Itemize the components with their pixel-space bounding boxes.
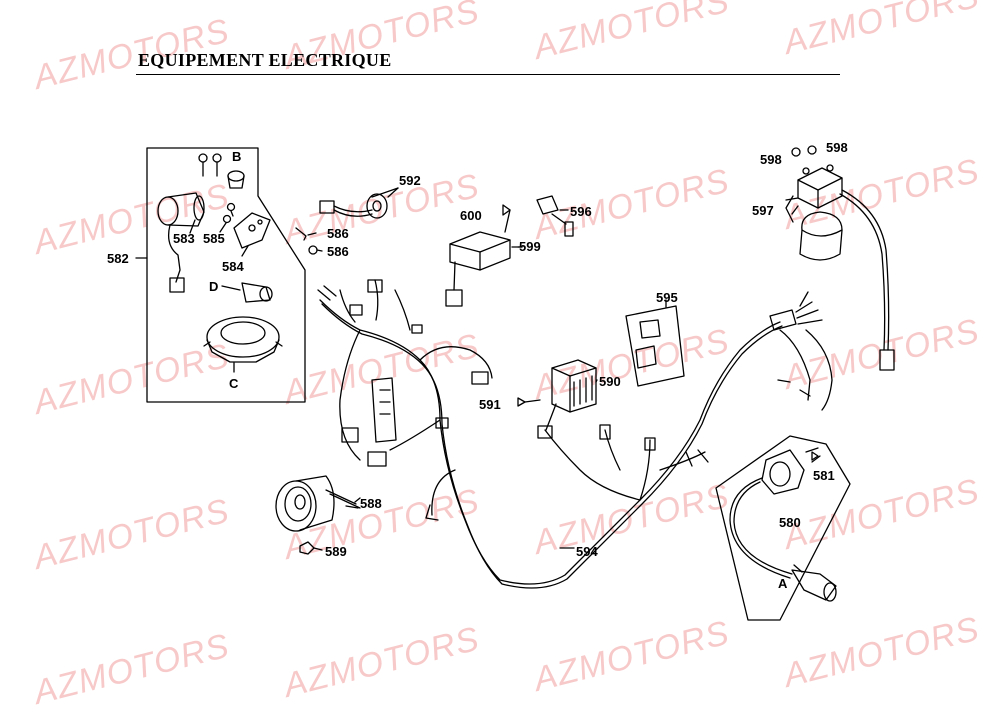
label-584: 584 bbox=[222, 259, 244, 274]
label-leaders bbox=[354, 246, 803, 573]
label-b: B bbox=[232, 149, 241, 164]
label-591: 591 bbox=[479, 397, 501, 412]
label-586: 586 bbox=[327, 226, 349, 241]
label-596: 596 bbox=[570, 204, 592, 219]
ignition-coil-group bbox=[715, 435, 851, 621]
label-a: A bbox=[778, 576, 788, 591]
ignition-switch-part bbox=[157, 192, 205, 293]
ignition-coil-cable bbox=[769, 291, 833, 411]
horn-bolt-part bbox=[299, 541, 323, 555]
label-598: 598 bbox=[826, 140, 848, 155]
terminal-part bbox=[295, 227, 323, 255]
label-c: C bbox=[229, 376, 239, 391]
cdi-unit-part bbox=[445, 204, 523, 307]
label-598: 598 bbox=[760, 152, 782, 167]
label-583: 583 bbox=[173, 231, 195, 246]
label-586: 586 bbox=[327, 244, 349, 259]
relay-set-group bbox=[625, 299, 685, 387]
label-595: 595 bbox=[656, 290, 678, 305]
label-585: 585 bbox=[203, 231, 225, 246]
diode-connector-part bbox=[536, 195, 574, 237]
key-icon bbox=[198, 153, 222, 177]
label-599: 599 bbox=[519, 239, 541, 254]
label-592: 592 bbox=[399, 173, 421, 188]
lock-cap-part bbox=[227, 170, 245, 189]
label-590: 590 bbox=[599, 374, 621, 389]
title-underline bbox=[136, 74, 840, 75]
label-588: 588 bbox=[360, 496, 382, 511]
label-580: 580 bbox=[779, 515, 801, 530]
screw-part bbox=[222, 202, 236, 224]
label-594: 594 bbox=[576, 544, 598, 559]
main-wiring-harness bbox=[317, 279, 783, 589]
page-title: EQUIPEMENT ELECTRIQUE bbox=[138, 50, 392, 70]
label-582: 582 bbox=[107, 251, 129, 266]
bracket-plate-part bbox=[233, 212, 271, 249]
label-597: 597 bbox=[752, 203, 774, 218]
label-589: 589 bbox=[325, 544, 347, 559]
parts-diagram: 582 583 585 584 B D C 586 586 592 600 59… bbox=[107, 140, 895, 621]
connector-grommet-part bbox=[319, 187, 399, 219]
label-581: 581 bbox=[813, 468, 835, 483]
starter-relay-part bbox=[785, 145, 895, 371]
horn-part bbox=[275, 475, 361, 532]
label-d: D bbox=[209, 279, 218, 294]
lock-set-group bbox=[135, 147, 306, 403]
seat-lock-part bbox=[221, 282, 273, 303]
diagram-canvas: AZMOTORS AZMOTORS AZMOTORS AZMOTORS AZMO… bbox=[30, 0, 983, 712]
label-600: 600 bbox=[460, 208, 482, 223]
steering-lock-part bbox=[203, 316, 283, 373]
part-labels: 582 583 585 584 B D C 586 586 592 600 59… bbox=[107, 140, 848, 591]
regulator-rectifier-part bbox=[517, 359, 597, 431]
